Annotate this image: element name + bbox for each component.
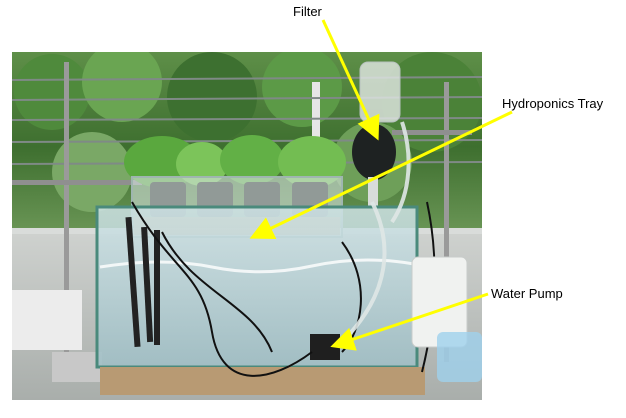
tree-foliage	[262, 52, 342, 127]
retort-stand-left	[12, 62, 142, 382]
probes	[125, 216, 160, 348]
filter-label: Filter	[293, 4, 322, 19]
tubes	[340, 121, 411, 344]
pump-label: Water Pump	[491, 286, 563, 301]
plastic-bag	[12, 290, 82, 350]
tray-arrow	[249, 110, 513, 239]
blue-container	[437, 332, 482, 382]
white-post	[312, 82, 320, 172]
tray-label: Hydroponics Tray	[502, 96, 604, 111]
setup-photo	[12, 52, 482, 400]
retort-stand-right	[392, 82, 472, 362]
tree-foliage	[82, 52, 162, 122]
tree-foliage	[52, 132, 132, 212]
tree-foliage	[14, 54, 90, 130]
lettuce-plants	[124, 135, 346, 188]
filter-arrow	[321, 19, 380, 141]
tank-base	[100, 367, 425, 395]
pump-arrow	[330, 292, 489, 351]
photo-illustration	[12, 52, 482, 400]
